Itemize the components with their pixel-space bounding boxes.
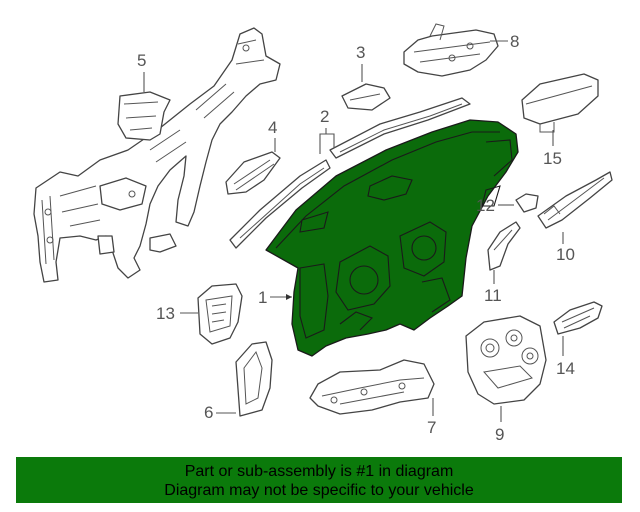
callout-13: 13 bbox=[156, 304, 175, 323]
part-7-lower-bracket[interactable] bbox=[309, 359, 435, 415]
callout-9: 9 bbox=[495, 425, 504, 444]
callout-2: 2 bbox=[320, 107, 329, 126]
part-13-switch-bezel[interactable] bbox=[197, 283, 243, 345]
info-banner: Part or sub-assembly is #1 in diagram Di… bbox=[16, 457, 622, 503]
part-5-support-frame[interactable] bbox=[33, 27, 281, 283]
part-1-instrument-panel[interactable] bbox=[265, 119, 519, 357]
part-3-cover[interactable] bbox=[341, 83, 391, 111]
banner-line-1: Part or sub-assembly is #1 in diagram bbox=[184, 463, 454, 480]
callout-6: 6 bbox=[204, 403, 213, 422]
part-6-end-panel[interactable] bbox=[235, 341, 273, 417]
callout-7: 7 bbox=[427, 418, 436, 437]
leader-2 bbox=[319, 128, 335, 154]
exploded-parts-diagram: 5 3 8 15 2 4 bbox=[33, 23, 613, 444]
callout-5: 5 bbox=[137, 51, 146, 70]
callout-1: 1 bbox=[258, 288, 267, 307]
callout-14: 14 bbox=[556, 359, 575, 378]
part-2-trim-strip[interactable] bbox=[329, 97, 471, 159]
part-10-side-trim[interactable] bbox=[537, 171, 613, 229]
part-15-module[interactable] bbox=[521, 73, 599, 133]
callout-11: 11 bbox=[484, 286, 502, 305]
part-11-bracket[interactable] bbox=[487, 221, 521, 271]
part-8-bracket[interactable] bbox=[403, 23, 499, 77]
callout-3: 3 bbox=[356, 43, 365, 62]
callout-12: 12 bbox=[476, 196, 495, 215]
callout-4: 4 bbox=[268, 118, 277, 137]
part-9-control-panel[interactable] bbox=[465, 315, 547, 405]
part-14-switch[interactable] bbox=[553, 301, 603, 335]
part-12-clip[interactable] bbox=[515, 193, 539, 213]
part-4-vent[interactable] bbox=[225, 151, 281, 195]
callout-15: 15 bbox=[543, 149, 562, 168]
banner-line-2: Diagram may not be specific to your vehi… bbox=[164, 482, 474, 499]
defroster-strip bbox=[229, 159, 331, 249]
callout-10: 10 bbox=[556, 245, 575, 264]
callout-8: 8 bbox=[510, 32, 519, 51]
leader-1-arrow bbox=[286, 294, 292, 300]
